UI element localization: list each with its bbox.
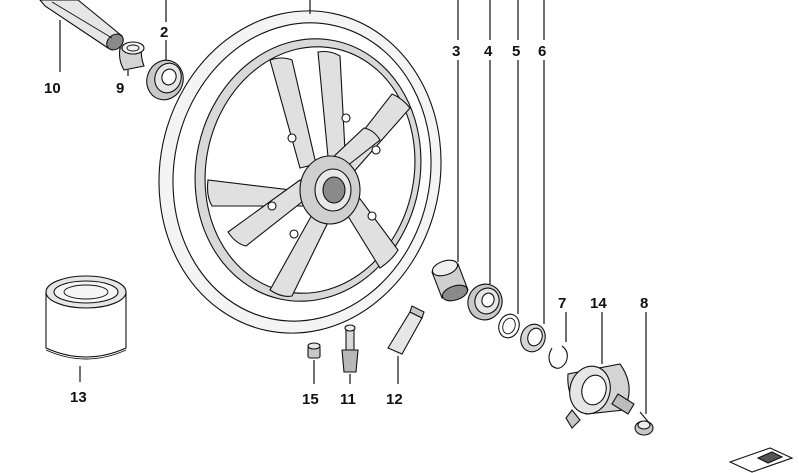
tyre-valve-part <box>341 324 359 373</box>
callout-5: 5 <box>512 43 520 60</box>
bearing-part-4 <box>467 283 503 321</box>
callout-3: 3 <box>452 43 460 60</box>
balance-weight-part <box>387 305 425 355</box>
callout-9: 9 <box>116 80 124 97</box>
callout-11: 11 <box>340 391 356 408</box>
speedometer-drive-part <box>565 363 635 429</box>
callout-6: 6 <box>538 43 546 60</box>
callout-4: 4 <box>484 43 493 60</box>
driver-clip-part <box>548 345 568 369</box>
callout-8: 8 <box>640 295 648 312</box>
circlip-part-5 <box>498 313 520 339</box>
seal-ring-part <box>520 323 546 353</box>
callout-7: 7 <box>558 295 566 312</box>
bolt-part <box>634 411 654 436</box>
publisher-logo-icon <box>728 447 794 473</box>
callout-10: 10 <box>44 80 61 97</box>
callout-15: 15 <box>302 391 319 408</box>
bearing-part-2 <box>146 59 184 101</box>
callout-14: 14 <box>590 295 607 312</box>
axle-part <box>39 0 124 51</box>
callout-13: 13 <box>70 389 87 406</box>
spacer-bushing-part <box>118 41 145 71</box>
callout-12: 12 <box>386 391 403 408</box>
spacer-sleeve-part <box>431 259 469 302</box>
valve-cap-part <box>307 342 321 359</box>
wheel-rim-part <box>158 10 442 334</box>
callout-2: 2 <box>160 24 168 41</box>
grease-can-part <box>45 275 127 360</box>
